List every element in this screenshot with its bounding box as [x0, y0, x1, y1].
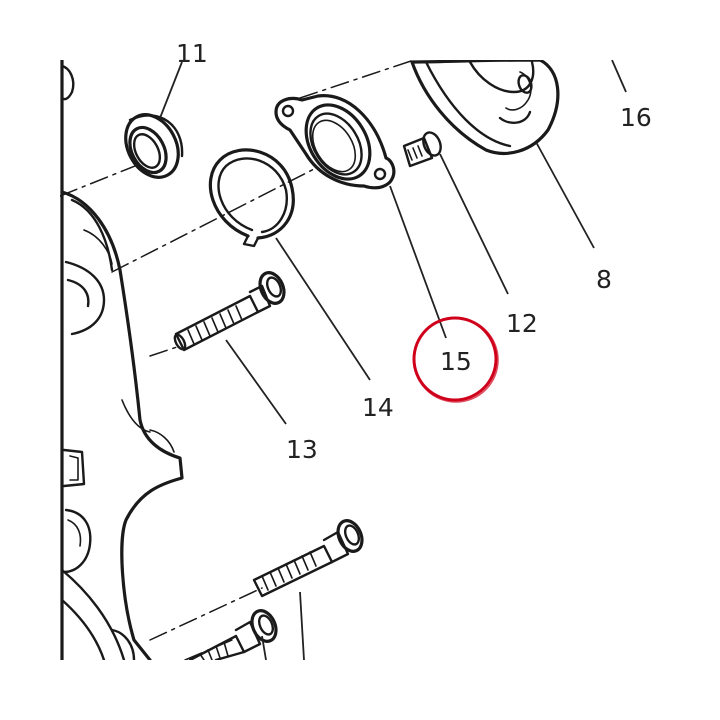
bearing-flange-part-15 — [274, 94, 396, 190]
oil-seal-part-11 — [124, 113, 184, 179]
snap-ring-part-14 — [208, 148, 295, 248]
callout-13: 13 — [286, 435, 318, 464]
stud-part-13 — [173, 271, 286, 352]
cover-disc-part-8 — [410, 58, 560, 155]
callout-16: 16 — [620, 103, 652, 132]
callout-labels: 11 16 8 12 15 14 13 — [176, 39, 652, 464]
lower-studs — [188, 519, 364, 662]
callout-15: 15 — [440, 347, 472, 376]
highlight-circle — [412, 316, 499, 403]
engine-housing — [60, 58, 184, 662]
leader-lines — [159, 59, 627, 661]
screw-part-12 — [402, 131, 442, 168]
callout-14: 14 — [362, 393, 394, 422]
callout-12: 12 — [506, 309, 538, 338]
callout-11: 11 — [176, 39, 208, 68]
callout-8: 8 — [596, 265, 612, 294]
